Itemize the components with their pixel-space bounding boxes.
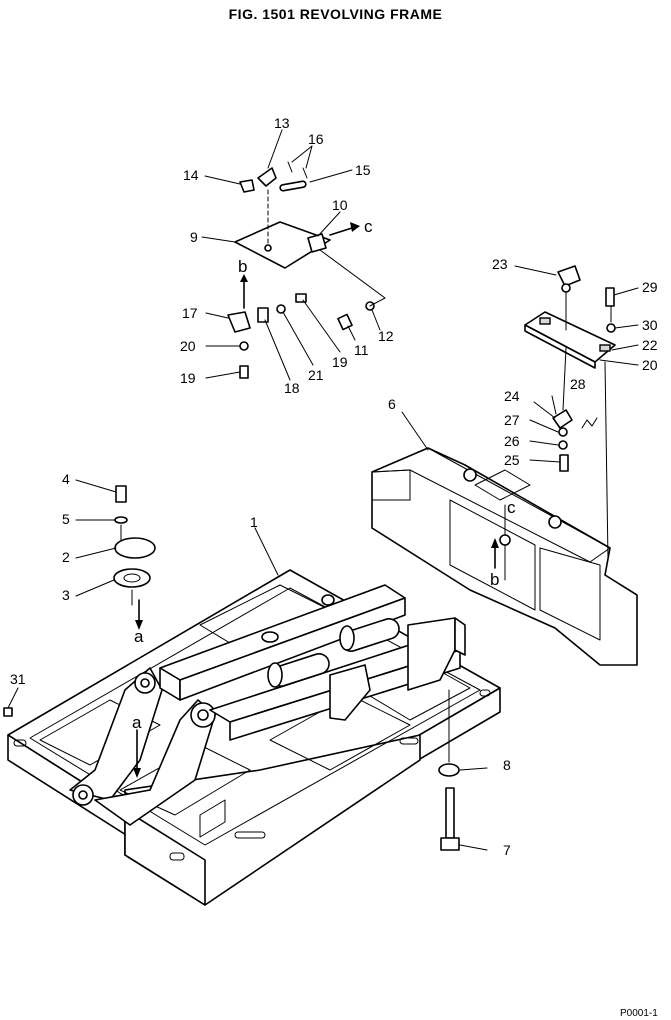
label-part-10: 10	[332, 197, 348, 213]
view-letter-labels: b c a a c b	[132, 217, 516, 732]
view-arrows	[133, 222, 499, 778]
label-part-18: 18	[284, 380, 300, 396]
label-part-14: 14	[183, 167, 199, 183]
label-part-5: 5	[62, 511, 70, 527]
label-view-c-weight: c	[507, 498, 516, 517]
label-part-7: 7	[503, 842, 511, 858]
counterweight	[371, 447, 638, 666]
label-part-26: 26	[504, 433, 520, 449]
label-part-31: 31	[10, 671, 26, 687]
label-part-23: 23	[492, 256, 508, 272]
label-part-17: 17	[182, 305, 198, 321]
label-part-22: 22	[642, 337, 658, 353]
label-part-28: 28	[570, 376, 586, 392]
label-view-c-top: c	[364, 217, 373, 236]
label-part-20a: 20	[180, 338, 196, 354]
label-part-29: 29	[642, 279, 658, 295]
leader-lines	[7, 129, 639, 851]
label-part-12: 12	[378, 328, 394, 344]
label-view-a-frame: a	[132, 713, 142, 732]
label-view-b-weight: b	[490, 570, 499, 589]
label-part-16: 16	[308, 131, 324, 147]
label-view-a-left: a	[134, 627, 144, 646]
label-part-15: 15	[355, 162, 371, 178]
label-part-9: 9	[190, 229, 198, 245]
small-hardware	[3, 161, 616, 851]
revolving-frame-body	[7, 569, 501, 906]
label-part-6: 6	[388, 396, 396, 412]
label-part-8: 8	[503, 757, 511, 773]
cover-plate-9	[234, 221, 331, 269]
rear-mount-brackets	[329, 617, 466, 721]
label-part-2: 2	[62, 549, 70, 565]
cover-plate-21	[524, 311, 616, 369]
label-part-3: 3	[62, 587, 70, 603]
figure-title: FIG. 1501 REVOLVING FRAME	[228, 6, 443, 22]
label-part-30: 30	[642, 317, 658, 333]
label-part-20b: 21	[308, 367, 324, 383]
corner-code: P0001-1	[620, 1008, 658, 1019]
label-part-19a: 19	[180, 370, 196, 386]
label-part-19b: 19	[332, 354, 348, 370]
label-part-13: 13	[274, 115, 290, 131]
label-view-b-top: b	[238, 257, 247, 276]
label-part-4: 4	[62, 471, 70, 487]
part-number-labels: 13 16 15 14 10 9 17 20 19 18 21 19 11 12…	[10, 115, 658, 858]
label-part-27: 27	[504, 412, 520, 428]
label-part-24: 24	[504, 388, 520, 404]
boom-foot-brackets	[69, 667, 216, 826]
label-part-11: 11	[354, 342, 369, 358]
label-part-1: 1	[250, 514, 258, 530]
label-part-25: 25	[504, 452, 520, 468]
label-part-21: 20	[642, 357, 658, 373]
